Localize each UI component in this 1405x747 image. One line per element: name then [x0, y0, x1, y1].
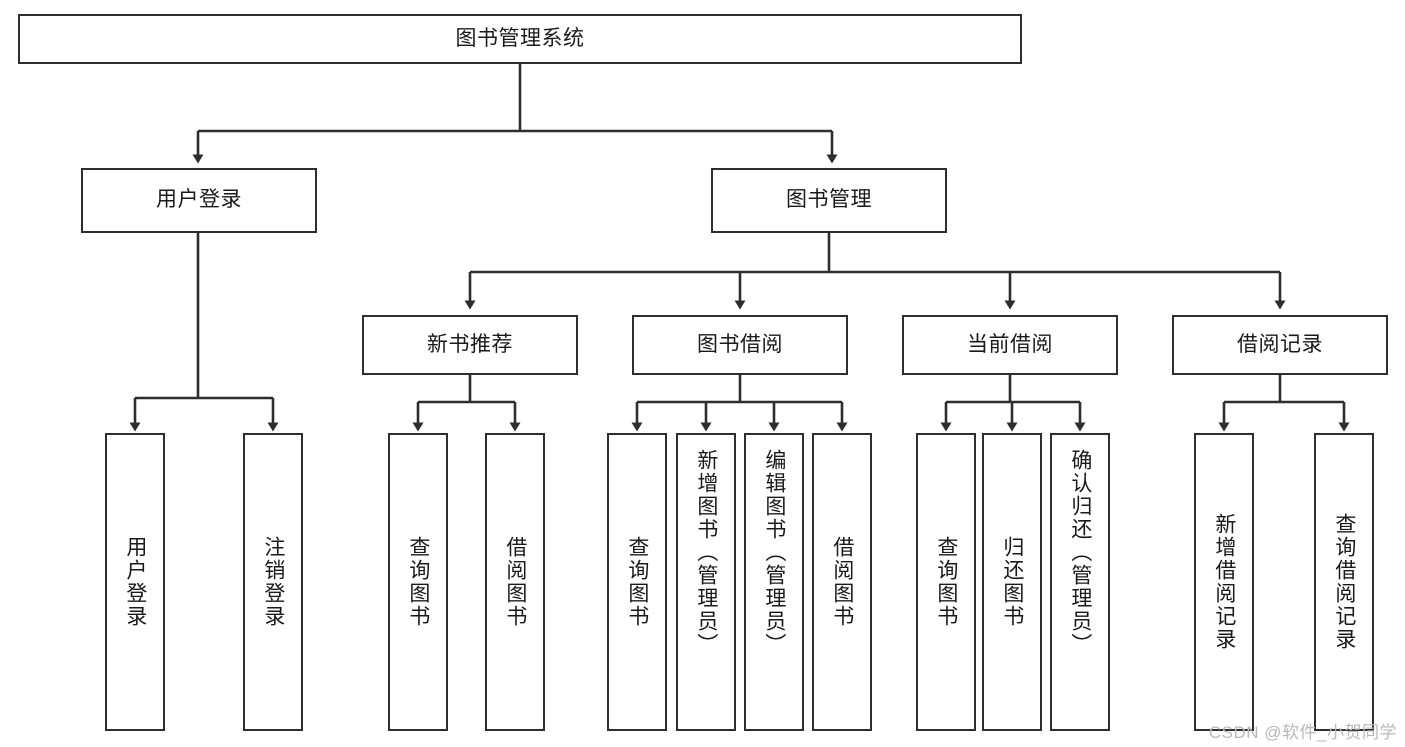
leaf-borrow-book[interactable]: 借阅图书	[812, 433, 872, 731]
node-root-label: 图书管理系统	[455, 26, 585, 50]
node-root[interactable]: 图书管理系统	[18, 14, 1022, 64]
leaf-user-login-label: 用户登录	[123, 536, 147, 628]
node-book-management-label: 图书管理	[786, 188, 872, 212]
leaf-return-book[interactable]: 归还图书	[982, 433, 1042, 731]
node-current-borrow-label: 当前借阅	[967, 332, 1053, 356]
node-book-management[interactable]: 图书管理	[711, 168, 947, 233]
node-new-book-recommendation-label: 新书推荐	[427, 332, 513, 356]
leaf-borrow-book-recommend-label: 借阅图书	[503, 536, 527, 628]
leaf-logout-label: 注销登录	[261, 536, 285, 628]
leaf-return-book-label: 归还图书	[1000, 536, 1024, 628]
node-borrow-record-label: 借阅记录	[1237, 332, 1323, 356]
node-book-borrow[interactable]: 图书借阅	[632, 315, 848, 375]
node-current-borrow[interactable]: 当前借阅	[902, 315, 1118, 375]
node-borrow-record[interactable]: 借阅记录	[1172, 315, 1388, 375]
leaf-add-borrow-record[interactable]: 新增借阅记录	[1194, 433, 1254, 731]
leaf-add-book-admin-label: 新增图书（管理员）	[694, 449, 718, 656]
leaf-query-book-recommend-label: 查询图书	[406, 536, 430, 628]
leaf-query-book-current[interactable]: 查询图书	[916, 433, 976, 731]
leaf-logout[interactable]: 注销登录	[243, 433, 303, 731]
leaf-query-borrow-record[interactable]: 查询借阅记录	[1314, 433, 1374, 731]
leaf-query-book-recommend[interactable]: 查询图书	[388, 433, 448, 731]
leaf-confirm-return-admin[interactable]: 确认归还（管理员）	[1050, 433, 1110, 731]
leaf-borrow-book-recommend[interactable]: 借阅图书	[485, 433, 545, 731]
leaf-query-book-borrow-label: 查询图书	[625, 536, 649, 628]
node-user-login[interactable]: 用户登录	[81, 168, 317, 233]
leaf-edit-book-admin-label: 编辑图书（管理员）	[762, 449, 786, 656]
node-book-borrow-label: 图书借阅	[697, 332, 783, 356]
node-new-book-recommendation[interactable]: 新书推荐	[362, 315, 578, 375]
watermark: CSDN @软件_小贺同学	[1208, 723, 1397, 742]
leaf-add-book-admin[interactable]: 新增图书（管理员）	[676, 433, 736, 731]
leaf-edit-book-admin[interactable]: 编辑图书（管理员）	[744, 433, 804, 731]
leaf-query-borrow-record-label: 查询借阅记录	[1332, 513, 1356, 651]
leaf-query-book-current-label: 查询图书	[934, 536, 958, 628]
leaf-query-book-borrow[interactable]: 查询图书	[607, 433, 667, 731]
leaf-add-borrow-record-label: 新增借阅记录	[1212, 513, 1236, 651]
leaf-confirm-return-admin-label: 确认归还（管理员）	[1068, 449, 1092, 656]
leaf-borrow-book-label: 借阅图书	[830, 536, 854, 628]
node-user-login-label: 用户登录	[156, 188, 242, 212]
leaf-user-login[interactable]: 用户登录	[105, 433, 165, 731]
